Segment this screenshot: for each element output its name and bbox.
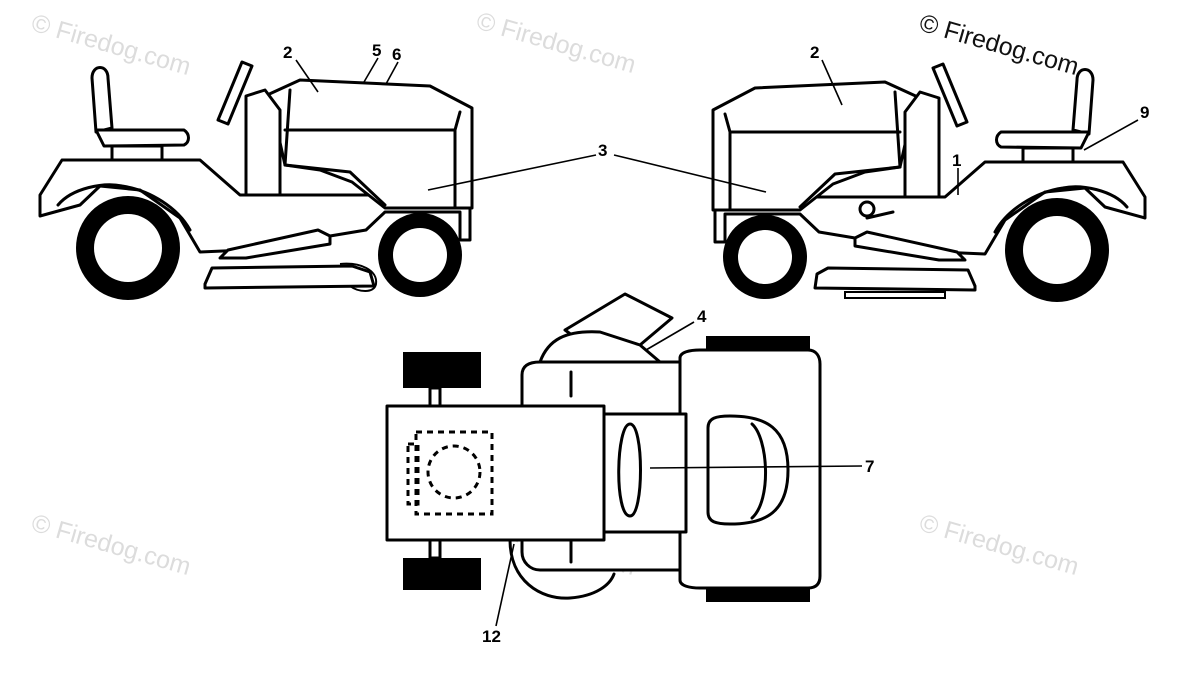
mower-deck [813, 266, 977, 292]
rear-body [385, 404, 606, 542]
callout-5: 5 [372, 41, 381, 60]
watermark: © Firedog.com [28, 9, 194, 81]
callout-12: 12 [482, 627, 501, 646]
steering-wheel [216, 60, 254, 126]
top-view-tractor [385, 292, 822, 602]
seat-back [1071, 68, 1095, 136]
steering-column-top [617, 422, 642, 518]
callout-3: 3 [598, 141, 607, 160]
watermark: © Firedog.com [28, 509, 194, 581]
callout-7: 7 [865, 457, 874, 476]
watermark: © Firedog.com [916, 509, 1082, 581]
callout-4: 4 [697, 307, 707, 326]
rear-left-tire [403, 352, 481, 388]
right-side-view-tractor [711, 62, 1147, 302]
callout-6: 6 [392, 45, 401, 64]
mower-deck [203, 264, 376, 290]
callout-2-left: 2 [283, 43, 292, 62]
steering-wheel [931, 62, 969, 128]
grille [706, 414, 790, 526]
rear-right-tire [403, 558, 481, 590]
watermark: © Firedog.com [473, 7, 639, 79]
callout-2-right: 2 [810, 43, 819, 62]
callout-1: 1 [952, 151, 961, 170]
hood [711, 80, 922, 212]
seat [995, 130, 1091, 150]
callout-9: 9 [1140, 103, 1149, 122]
seat [94, 128, 190, 148]
leader-lines [295, 57, 1139, 627]
callout-labels: 2 5 6 2 3 1 9 4 7 12 [283, 41, 1149, 646]
seat-back [90, 66, 114, 134]
left-side-view-tractor [38, 60, 474, 300]
